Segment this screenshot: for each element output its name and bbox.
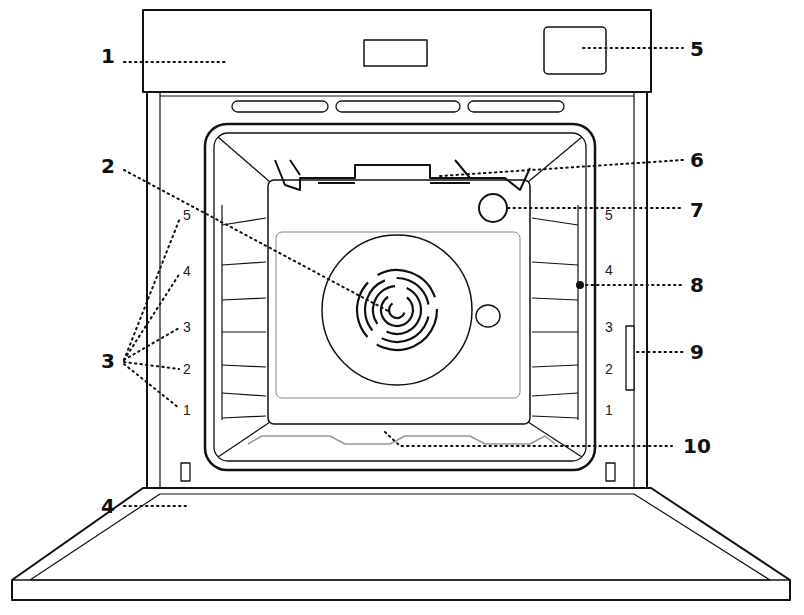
door-switch — [626, 326, 634, 390]
shelf-level-number: 2 — [605, 362, 613, 376]
shelf-level-number: 5 — [605, 208, 613, 222]
callout-number: 6 — [690, 150, 704, 170]
shelf-level-number: 4 — [183, 264, 191, 278]
leader-lines — [124, 48, 683, 506]
callout-number: 4 — [101, 496, 115, 516]
shelf-level-number: 3 — [605, 320, 613, 334]
callout-number: 3 — [101, 351, 115, 371]
shelf-level-number: 1 — [183, 403, 191, 417]
callout-number: 7 — [690, 200, 704, 220]
callout-number: 2 — [101, 156, 115, 176]
shelf-level-number: 2 — [183, 362, 191, 376]
shelf-level-number: 4 — [605, 263, 613, 277]
control-panel — [143, 10, 651, 92]
knob — [544, 27, 606, 74]
callout-number: 8 — [690, 275, 704, 295]
display — [364, 40, 427, 66]
callout-number: 10 — [683, 436, 711, 456]
callout-number: 1 — [101, 46, 115, 66]
oven-door — [12, 488, 790, 600]
callout-number: 5 — [690, 39, 704, 59]
shelf-level-number: 5 — [183, 208, 191, 222]
oven-lamp — [479, 194, 507, 222]
grill-element — [275, 160, 530, 190]
oven-cavity — [205, 124, 595, 470]
callout-number: 9 — [690, 342, 704, 362]
bottom-element — [248, 436, 555, 444]
shelf-level-number: 1 — [605, 403, 613, 417]
fan-cover — [322, 235, 472, 385]
shelf-level-number: 3 — [183, 320, 191, 334]
